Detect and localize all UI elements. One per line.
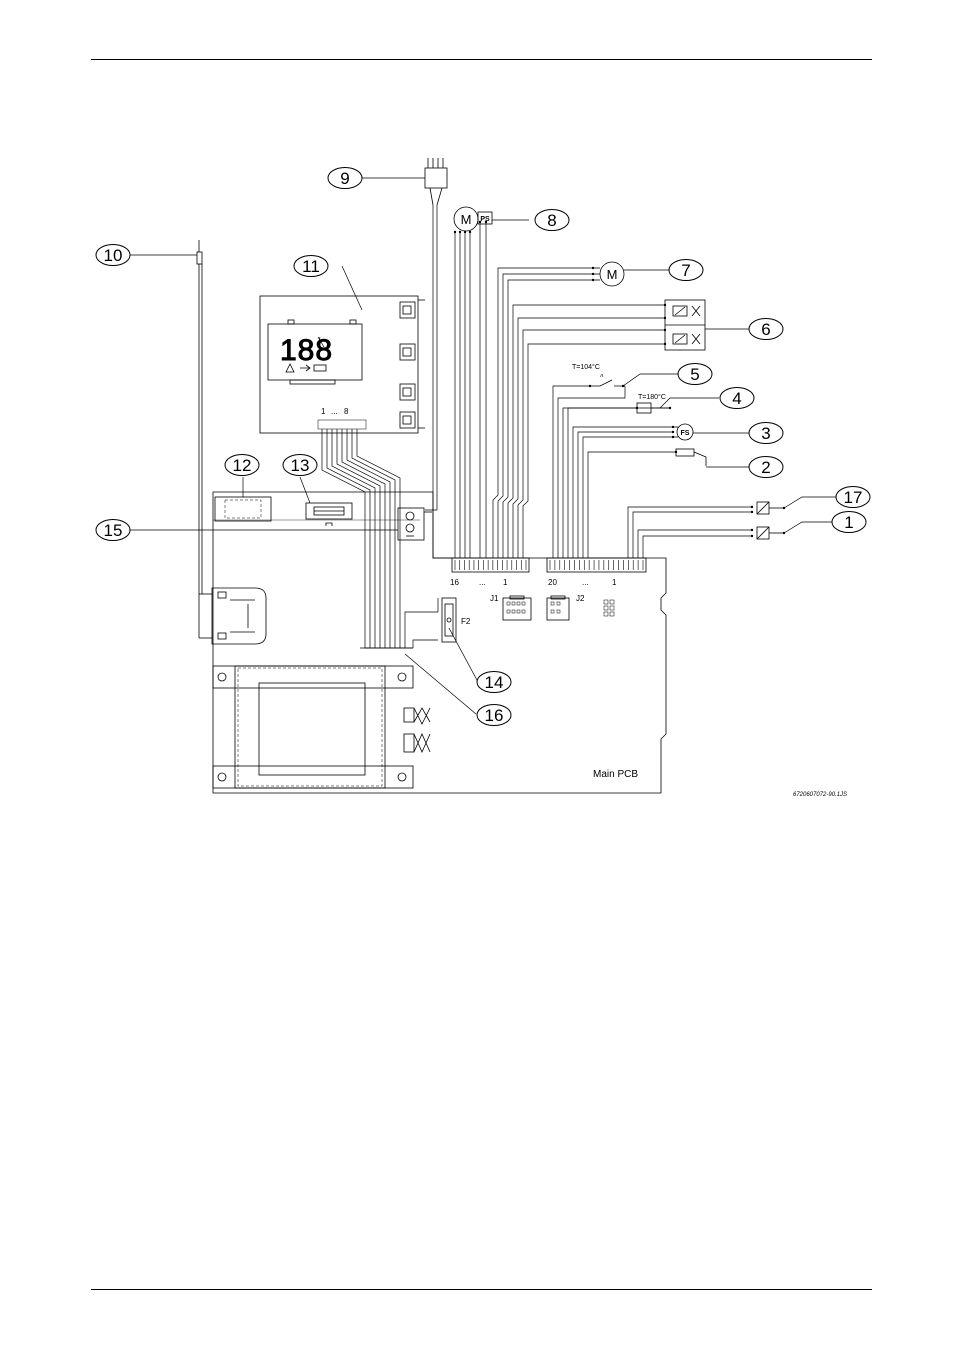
gas-valve-block <box>665 300 705 350</box>
j2-pin-first: 20 <box>548 578 557 587</box>
callout-number: 17 <box>844 488 863 507</box>
callout-9: 9 <box>328 168 362 189</box>
j1-pin-first: 16 <box>450 578 459 587</box>
relay-block <box>215 497 271 521</box>
j2-socket <box>547 596 569 620</box>
tab-connectors <box>404 708 430 752</box>
callout-16: 16 <box>477 705 511 726</box>
leader-lines <box>130 178 836 714</box>
plug-connector <box>425 158 447 205</box>
callout-number: 15 <box>104 521 123 540</box>
callout-number: 7 <box>681 261 690 280</box>
fan-motor-label: M <box>461 212 472 227</box>
ignition-electrode-symbol <box>757 502 784 514</box>
j1-header <box>452 558 529 572</box>
callout-15: 15 <box>96 520 130 541</box>
callout-1: 1 <box>832 512 866 533</box>
callout-number: 11 <box>302 257 320 276</box>
j1-socket <box>503 596 531 620</box>
callout-10: 10 <box>96 245 130 266</box>
callout-12: 12 <box>225 455 259 476</box>
jumper-block <box>604 600 614 616</box>
display-pin-last: 8 <box>344 407 349 416</box>
pressure-switch-label: PS <box>480 216 490 223</box>
callout-8: 8 <box>535 210 569 231</box>
fuse-f2-label: F2 <box>461 617 471 626</box>
overheat-thermostat-label: T=104°C <box>572 363 600 371</box>
power-connector <box>398 508 432 540</box>
callout-number: 13 <box>291 456 310 475</box>
display-ribbon <box>322 429 438 648</box>
flue-thermostat-label: T=180°C <box>638 393 666 401</box>
j1-label: J1 <box>490 594 499 603</box>
ignition-wires <box>628 507 752 558</box>
display-pin-dots: ... <box>331 407 338 416</box>
gas-valve-wires <box>508 305 665 558</box>
flow-switch-label: FS <box>681 430 690 437</box>
callout-6: 6 <box>749 319 783 340</box>
callout-17: 17 <box>836 487 870 508</box>
j1-pin-dots: ... <box>479 578 486 587</box>
j2-header <box>547 558 646 572</box>
main-pcb-label: Main PCB <box>593 769 638 780</box>
callout-2: 2 <box>749 457 783 478</box>
callout-number: 8 <box>547 211 556 230</box>
monitoring-electrode-symbol <box>757 527 784 539</box>
fuse-f2 <box>442 598 456 642</box>
callout-number: 1 <box>844 513 853 532</box>
callout-3: 3 <box>749 423 783 444</box>
main-pcb-outline <box>213 492 666 793</box>
callout-number: 3 <box>761 424 770 443</box>
overheat-thermostat-symbol <box>590 374 623 386</box>
callout-number: 6 <box>761 320 770 339</box>
pump-motor-label: M <box>607 267 618 282</box>
callout-number: 9 <box>340 169 349 188</box>
j2-pin-last: 1 <box>612 578 617 587</box>
j1-pin-last: 1 <box>503 578 508 587</box>
figure-code: 6720607072-90.1JS <box>793 792 847 798</box>
callout-number: 14 <box>485 673 504 692</box>
callout-number: 5 <box>690 365 699 384</box>
ntc-flow-sensor <box>676 449 706 466</box>
display-pin-header <box>318 420 366 429</box>
fuse-main <box>306 503 352 526</box>
callout-number: 2 <box>761 458 770 477</box>
j2-sensor-wires <box>553 386 676 558</box>
ntc-connector <box>212 588 266 644</box>
mains-wires <box>425 205 452 558</box>
callout-number: 4 <box>732 389 741 408</box>
callout-number: 10 <box>104 246 123 265</box>
callout-5: 5 <box>678 364 712 385</box>
callout-7: 7 <box>669 260 703 281</box>
fan-wires <box>455 222 486 558</box>
callout-11: 11 <box>294 256 328 277</box>
callout-number: 12 <box>233 456 252 475</box>
ntc-sensor <box>197 240 212 638</box>
callout-13: 13 <box>283 455 317 476</box>
j2-pin-dots: ... <box>582 578 589 587</box>
display-pin-first: 1 <box>321 407 326 416</box>
display-digits: 188 <box>280 334 333 367</box>
callout-4: 4 <box>720 388 754 409</box>
callout-14: 14 <box>477 672 511 693</box>
transformer <box>213 666 413 788</box>
callout-number: 16 <box>485 706 504 725</box>
j2-label: J2 <box>576 594 585 603</box>
